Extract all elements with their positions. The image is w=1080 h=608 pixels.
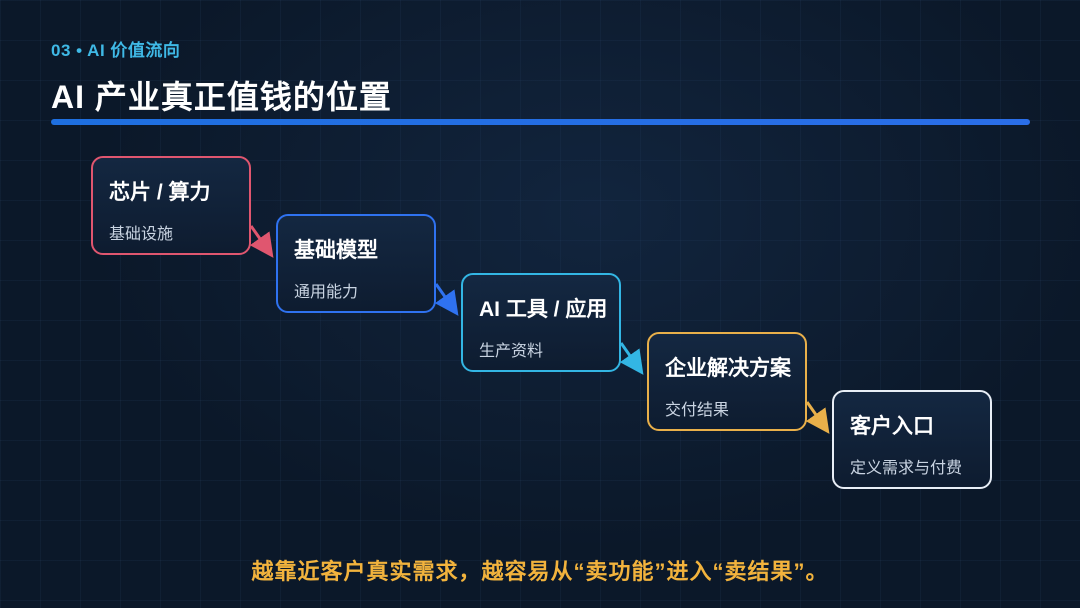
flow-step-enterprise-solutions: 企业解决方案 交付结果: [647, 332, 807, 431]
flow-step-customer-entry: 客户入口 定义需求与付费: [832, 390, 992, 489]
step-title: 客户入口: [850, 415, 934, 438]
page-title: AI 产业真正值钱的位置: [51, 79, 392, 115]
step-title: 芯片 / 算力: [109, 181, 211, 204]
step-subtitle: 交付结果: [665, 402, 730, 419]
step-title: 企业解决方案: [665, 357, 791, 380]
title-divider: [51, 119, 1030, 125]
step-subtitle: 基础设施: [109, 226, 174, 243]
section-kicker: 03 • AI 价值流向: [51, 41, 181, 60]
arrow-2-to-3: [434, 283, 459, 316]
footer-takeaway: 越靠近客户真实需求，越容易从“卖功能”进入“卖结果”。: [251, 559, 829, 584]
step-subtitle: 定义需求与付费: [850, 460, 963, 477]
arrow-4-to-5: [805, 401, 830, 434]
arrow-1-to-2: [249, 225, 274, 258]
flow-step-foundation-model: 基础模型 通用能力: [276, 214, 436, 313]
step-subtitle: 生产资料: [479, 343, 544, 360]
step-subtitle: 通用能力: [294, 284, 359, 301]
flow-step-ai-tools: AI 工具 / 应用 生产资料: [461, 273, 621, 372]
step-title: AI 工具 / 应用: [479, 298, 608, 321]
step-title: 基础模型: [294, 239, 378, 262]
arrow-3-to-4: [619, 342, 644, 375]
flow-step-chips-compute: 芯片 / 算力 基础设施: [91, 156, 251, 255]
